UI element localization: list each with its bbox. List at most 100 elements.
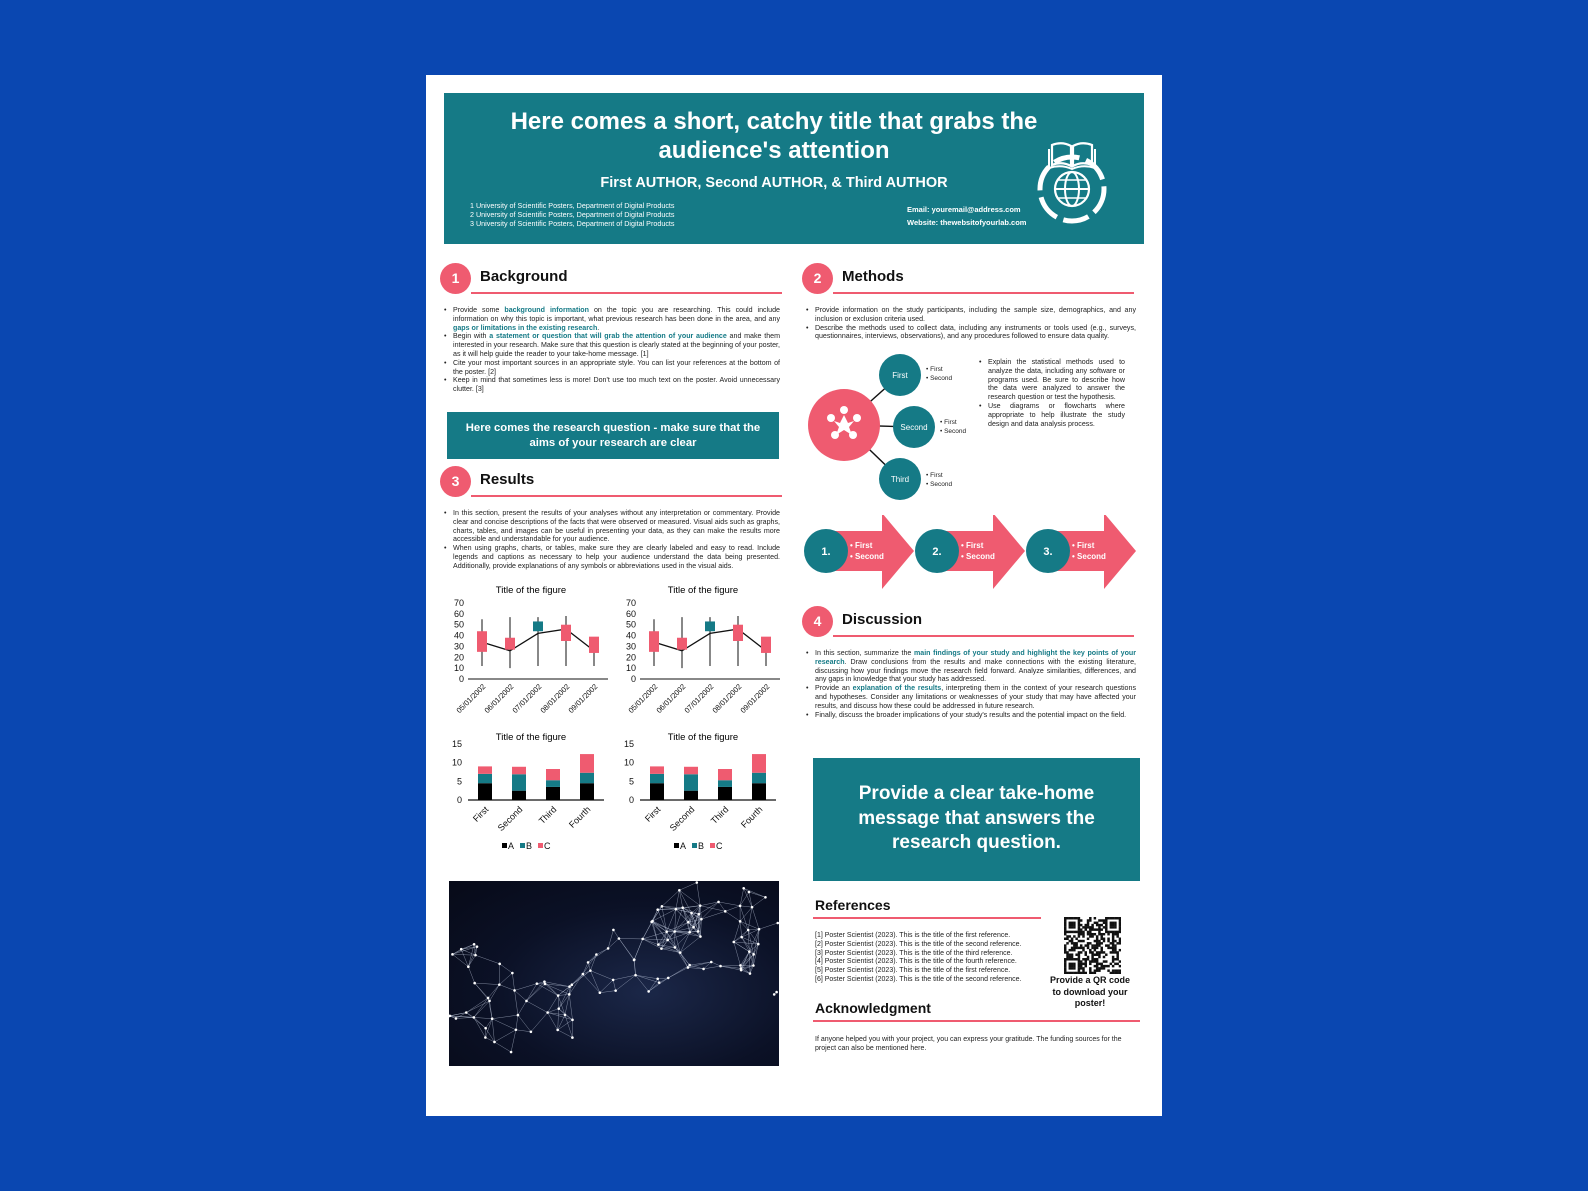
mesh-node	[568, 985, 571, 988]
mesh-node	[660, 905, 664, 908]
qr-module	[1093, 944, 1097, 947]
references-list: [1] Poster Scientist (2023). This is the…	[815, 932, 1021, 985]
mesh-edge	[700, 919, 702, 937]
reference-item: [5] Poster Scientist (2023). This is the…	[815, 967, 1011, 975]
mesh-edge	[461, 949, 476, 956]
y-tick-label: 15	[624, 739, 634, 749]
mesh-edge	[680, 952, 689, 968]
legend-swatch	[692, 843, 697, 848]
poster-header: Here comes a short, catchy title that gr…	[444, 93, 1144, 244]
mesh-edge	[703, 965, 721, 970]
qr-module	[1102, 939, 1106, 943]
mesh-edge	[514, 983, 537, 991]
qr-module	[1064, 958, 1067, 961]
mesh-node	[738, 904, 742, 908]
mesh-edge	[642, 938, 662, 949]
mesh-edge	[748, 892, 753, 908]
mesh-node	[657, 943, 660, 946]
qr-module	[1100, 946, 1103, 950]
mesh-edge	[473, 944, 476, 956]
mesh-edge	[666, 931, 681, 953]
qr-module	[1098, 969, 1101, 972]
mesh-edge	[758, 922, 778, 930]
reference-item: [6] Poster Scientist (2023). This is the…	[815, 975, 1022, 983]
mesh-edge	[557, 986, 570, 996]
qr-module	[1107, 944, 1110, 947]
mesh-edge	[547, 1012, 566, 1016]
qr-module	[1089, 969, 1092, 972]
mesh-edge	[675, 908, 689, 923]
discussion-heading: 4 Discussion	[802, 606, 1146, 640]
mesh-node	[692, 925, 695, 929]
qr-module	[1107, 964, 1110, 968]
mesh-edge	[666, 931, 676, 948]
qr-module	[1093, 946, 1097, 950]
qr-module	[1064, 971, 1067, 974]
mesh-edge	[747, 907, 753, 931]
qr-module	[1082, 935, 1085, 938]
qr-module	[1095, 944, 1099, 947]
qr-module	[1070, 971, 1074, 974]
qr-module	[1100, 937, 1103, 940]
qr-module	[1116, 935, 1119, 938]
x-tick-label: 09/01/2002	[739, 682, 772, 715]
mesh-node	[772, 993, 776, 996]
step-number: 2.	[932, 546, 941, 558]
section-title-methods: Methods	[842, 268, 904, 285]
section-divider	[833, 635, 1134, 637]
qr-module	[1114, 962, 1117, 966]
qr-module	[1064, 926, 1067, 929]
bar-segment	[718, 786, 732, 800]
mesh-node	[750, 905, 754, 909]
mesh-node	[742, 886, 745, 890]
mesh-edge	[473, 1017, 486, 1038]
mesh-node	[490, 1017, 494, 1021]
qr-module	[1070, 917, 1074, 920]
qr-module	[1102, 951, 1106, 954]
mesh-node	[513, 989, 516, 992]
qr-module	[1116, 955, 1119, 959]
mesh-edge	[749, 954, 754, 974]
mesh-node	[606, 947, 610, 950]
x-tick-label: 06/01/2002	[483, 682, 516, 715]
qr-module	[1064, 928, 1067, 931]
chart-title: Title of the figure	[668, 732, 738, 743]
mesh-edge	[691, 905, 701, 914]
mesh-edge	[492, 1014, 518, 1019]
qr-module	[1066, 951, 1069, 954]
qr-module	[1086, 944, 1090, 947]
mesh-node	[681, 906, 685, 910]
bar-segment	[512, 790, 526, 800]
qr-module	[1091, 953, 1094, 956]
qr-module	[1089, 962, 1092, 966]
bar-segment	[478, 783, 492, 800]
qr-module	[1089, 930, 1092, 934]
qr-module	[1100, 928, 1103, 931]
qr-module	[1079, 923, 1083, 927]
mesh-node	[732, 940, 736, 944]
qr-module	[1109, 946, 1113, 950]
qr-module	[1116, 971, 1119, 974]
qr-module	[1100, 942, 1103, 945]
bar-segment	[478, 766, 492, 774]
qr-module	[1091, 958, 1094, 961]
qr-module	[1073, 921, 1076, 925]
step-item: • Second	[961, 552, 995, 561]
mesh-edge	[613, 974, 636, 981]
mesh-edge	[547, 1012, 558, 1031]
mesh-node	[647, 990, 650, 993]
mesh-edge	[599, 990, 616, 993]
qr-module	[1070, 942, 1074, 945]
section-divider	[813, 1020, 1140, 1022]
qr-module	[1084, 926, 1087, 929]
qr-module	[1089, 919, 1092, 922]
mesh-edge	[569, 994, 573, 1020]
bar-segment	[718, 780, 732, 787]
qr-module	[1075, 944, 1078, 947]
qr-module	[1075, 937, 1078, 940]
mesh-edge	[449, 1012, 467, 1017]
mesh-edge	[452, 944, 475, 955]
mesh-edge	[740, 951, 750, 966]
section-title-background: Background	[480, 268, 568, 285]
